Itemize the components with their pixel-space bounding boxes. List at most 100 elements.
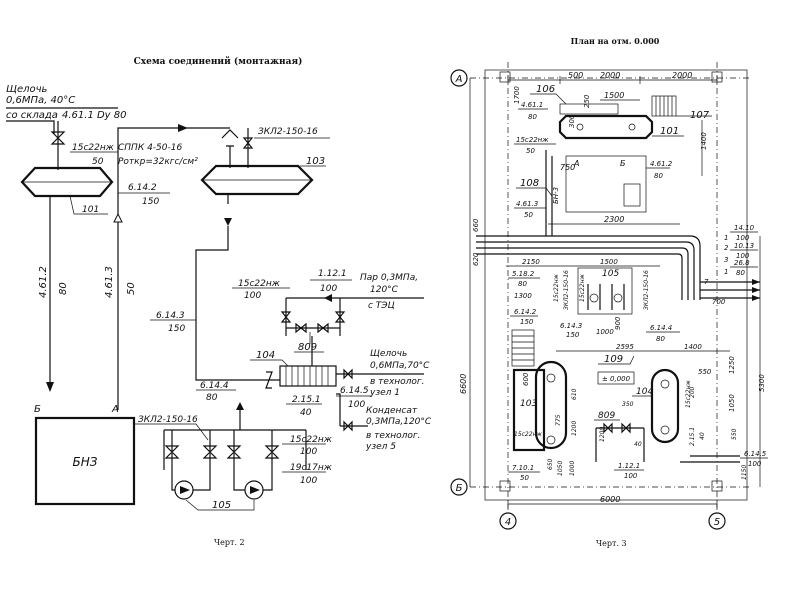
- plan-pump-1: [589, 293, 599, 303]
- pipe-exits: [700, 281, 760, 299]
- dim-1000b: 1000: [569, 461, 576, 476]
- dim-1200: 1200: [599, 427, 606, 442]
- plan-101: 101: [660, 126, 679, 137]
- plan-109: 109: [604, 354, 623, 365]
- dim-550: 550: [698, 368, 712, 376]
- dim-6000: 6000: [600, 495, 620, 504]
- valve-15c22-dn: 100: [300, 447, 317, 457]
- tank-101-nozzle-1: [576, 123, 584, 131]
- dim-1300: 1300: [514, 292, 532, 300]
- condensate-line2: 0,3МПа,120°С: [366, 417, 432, 427]
- pipe-6144-code: 6.14.4: [200, 381, 229, 391]
- axis-a: А: [455, 74, 463, 85]
- plan-1121: 1.12.1: [618, 462, 640, 470]
- plan-6143: 6.14.3: [560, 322, 582, 330]
- plan-109-leader: [598, 355, 635, 365]
- vessel-104-nozzle-2: [660, 425, 670, 435]
- plan-n1: 1: [724, 234, 728, 242]
- alkali-out-valve: [343, 368, 353, 380]
- plan-caption: Черт. 3: [596, 539, 627, 548]
- plan-n2: 2: [724, 244, 729, 252]
- plan-1410: 14.10: [734, 224, 755, 232]
- plan-50b: 50: [524, 211, 533, 219]
- plan-107: 107: [690, 110, 710, 121]
- inlet-valve: [50, 131, 66, 145]
- vessel-103-nozzle: [546, 373, 556, 383]
- flow-arrow-6144: [236, 402, 244, 410]
- plan-zero: ± 0,000: [602, 375, 631, 383]
- pumps-leader: [185, 499, 255, 511]
- plan-7101: 7.10.1: [512, 464, 534, 472]
- plan-4611: 4.61.1: [521, 101, 543, 109]
- plan-pump-2: [613, 293, 623, 303]
- steam-valves: [280, 311, 346, 323]
- dim-900: 900: [614, 316, 622, 330]
- stairs-treads: [655, 96, 673, 116]
- bn3-area: [565, 155, 647, 213]
- dim-2000b: 2000: [672, 71, 692, 80]
- plan-4613: 4.61.3: [516, 200, 538, 208]
- dim-1500: 1500: [604, 91, 624, 100]
- tank-106: [559, 103, 619, 115]
- tank-103-plan: [512, 368, 546, 452]
- plan-15c5: 15с22нж: [685, 380, 692, 408]
- flow-arrow-top: [178, 124, 188, 132]
- plan-6144: 6.14.4: [650, 324, 672, 332]
- dim-2000a: 2000: [600, 71, 620, 80]
- vessel-103-round: [534, 360, 568, 450]
- plan-100b: 100: [736, 252, 750, 260]
- tank-103-label: 103: [306, 156, 325, 167]
- grid-axes: [470, 62, 750, 512]
- bnz-risers: [49, 150, 119, 410]
- stairs-left-treads: [512, 335, 534, 361]
- scheme-caption: Черт. 2: [214, 538, 245, 547]
- hx-tubes: [285, 366, 329, 386]
- plan-150: 150: [520, 318, 534, 326]
- steam-text3: с ТЭЦ: [368, 301, 395, 311]
- pipe-risers-101: [545, 150, 553, 236]
- pipe-4613-dn: 50: [126, 282, 137, 295]
- bn3-vessel: [623, 183, 641, 207]
- heat-exchanger-104: [279, 365, 337, 387]
- riser-103: [195, 226, 266, 381]
- dim-1050b: 1050: [557, 461, 564, 476]
- building-outline: [484, 69, 748, 501]
- plan-106: 106: [536, 84, 555, 95]
- plan-5182: 5.18.2: [512, 270, 535, 278]
- condensate-line3: в технолог.: [366, 431, 421, 441]
- pump-piping: [171, 478, 273, 491]
- condensate-dn: 40: [300, 408, 312, 418]
- dim-600: 600: [522, 372, 530, 386]
- alkali-out-line3: в технолог.: [370, 377, 425, 387]
- dim-700: 700: [712, 298, 726, 306]
- tank-101-nozzle-2: [628, 123, 636, 131]
- letter-a: А: [111, 404, 119, 415]
- dim-5300: 5300: [758, 374, 766, 392]
- pipe-6143-dn: 150: [168, 324, 185, 334]
- item-809: 809: [298, 342, 317, 353]
- steam-valve: 15с22нж: [238, 279, 281, 289]
- pipe-4612-dn: 80: [58, 282, 69, 295]
- plan-80c: 80: [736, 269, 745, 277]
- dim-2150: 2150: [522, 258, 540, 266]
- steam-bypass-valves: [295, 322, 329, 334]
- dim-2595: 2595: [616, 343, 634, 351]
- steam-valve-dn: 100: [244, 291, 261, 301]
- pump-bypass: [163, 430, 307, 470]
- plan-a: А: [573, 159, 579, 168]
- plan-105: 105: [602, 269, 619, 279]
- plan-100c: 100: [624, 472, 638, 480]
- zero-mark-box: [597, 371, 635, 385]
- pipe-exit-arrows: [752, 279, 760, 301]
- scheme-title: Схема соединений (монтажная): [134, 56, 303, 67]
- tank-101-leader: [69, 195, 108, 215]
- plan-50a: 50: [526, 147, 535, 155]
- axis-a-bubble: [450, 69, 468, 87]
- condensate-line1: Конденсат: [366, 406, 418, 416]
- plan-104: 104: [636, 387, 653, 397]
- inlet-leader: [6, 107, 118, 134]
- axis-4: 4: [505, 517, 511, 528]
- alkali-out-line1: Щелочь: [370, 349, 407, 359]
